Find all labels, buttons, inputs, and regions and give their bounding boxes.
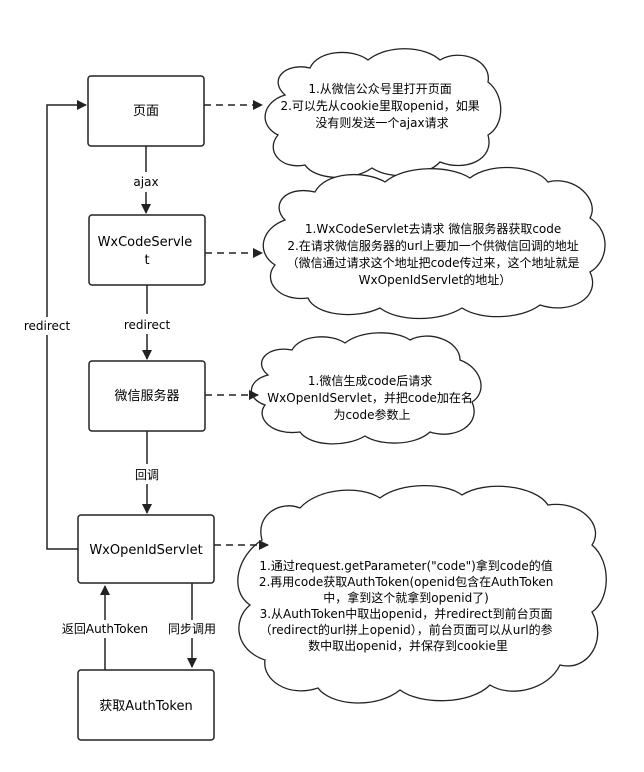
label-redirect-left-bg xyxy=(20,317,76,335)
cloud-4-line: 数中取出openid，并保存到cookie里 xyxy=(308,638,508,653)
box-wxcodeservlet-label-2: t xyxy=(144,253,149,268)
box-wxopenidservlet: WxOpenIdServlet xyxy=(77,514,215,584)
cloud-1-line: 2.可以先从cookie里取openid，如果 xyxy=(280,98,479,113)
cloud-4-line: 中，拿到这个就拿到openid了) xyxy=(323,590,489,605)
svg-text:1.WxCodeServlet去请求 微信服务器获取code: 1.WxCodeServlet去请求 微信服务器获取code 2.在请求微信服务… xyxy=(287,221,584,287)
label-return-token: 返回AuthToken xyxy=(62,622,148,636)
box-get-authtoken: 获取AuthToken xyxy=(77,669,215,741)
box-wxcodeservlet: WxCodeServle t xyxy=(88,214,206,286)
label-return-token-bg xyxy=(55,620,155,638)
label-callback: 回调 xyxy=(135,468,159,482)
cloud-1-line: 1.从微信公众号里打开页面 xyxy=(308,82,451,96)
svg-text:1.从微信公众号里打开页面 2.可以先从cook: 1.从微信公众号里打开页面 2.可以先从cookie里取openid，如果 没有… xyxy=(280,82,483,130)
label-redirect-down: redirect xyxy=(124,318,171,332)
label-ajax: ajax xyxy=(133,175,158,189)
cloud-3-line: 为code参数上 xyxy=(334,407,411,422)
cloud-2-line: WxOpenIdServlet的地址） xyxy=(359,272,512,287)
cloud-4-line: 1.通过request.getParameter("code")拿到code的值 xyxy=(259,558,552,573)
label-sync-call-bg xyxy=(163,620,221,638)
cloud-1-line: 没有则发送一个ajax请求 xyxy=(315,115,448,130)
svg-text:WxCodeServle t: WxCodeServle t xyxy=(98,235,197,268)
svg-text:1.通过request.getParameter("code: 1.通过request.getParameter("code")拿到code的值… xyxy=(259,558,557,653)
box-wxopenidservlet-label: WxOpenIdServlet xyxy=(89,543,202,558)
cloud-4-line: 2.再用code获取AuthToken(openid包含在AuthToken xyxy=(259,574,554,589)
label-redirect-left: redirect xyxy=(24,319,71,333)
box-wxcodeservlet-label-1: WxCodeServle xyxy=(98,235,193,250)
box-page-label: 页面 xyxy=(133,104,159,119)
cloud-4: 1.通过request.getParameter("code")拿到code的值… xyxy=(237,484,607,704)
box-get-authtoken-label: 获取AuthToken xyxy=(99,699,192,714)
cloud-2-line: 2.在请求微信服务器的url上要加一个供微信回调的地址 xyxy=(287,238,578,253)
cloud-1: 1.从微信公众号里打开页面 2.可以先从cookie里取openid，如果 没有… xyxy=(264,48,502,179)
cloud-3: 1.微信生成code后请求 WxOpenIdServlet，并把code加在名 … xyxy=(250,332,482,445)
box-wechat-server-label: 微信服务器 xyxy=(114,388,179,404)
cloud-2-line: 1.WxCodeServlet去请求 微信服务器获取code xyxy=(305,221,561,236)
label-sync-call: 同步调用 xyxy=(168,622,216,636)
box-wechat-server: 微信服务器 xyxy=(88,360,206,432)
cloud-2-line: （微信通过请求这个地址把code传过来，这个地址就是 xyxy=(287,255,580,270)
cloud-2: 1.WxCodeServlet去请求 微信服务器获取code 2.在请求微信服务… xyxy=(262,166,606,320)
svg-text:1.微信生成code后请求 WxOpenIdSe: 1.微信生成code后请求 WxOpenIdServlet，并把code加在名 … xyxy=(267,374,476,422)
cloud-3-line: 1.微信生成code后请求 xyxy=(308,374,432,388)
cloud-4-line: （redirect的url拼上openid），前台页面可以从url的参 xyxy=(260,622,553,637)
box-page: 页面 xyxy=(87,75,205,147)
cloud-3-line: WxOpenIdServlet，并把code加在名 xyxy=(267,390,473,405)
cloud-4-line: 3.从AuthToken中取出openid，并redirect到前台页面 xyxy=(260,606,553,621)
